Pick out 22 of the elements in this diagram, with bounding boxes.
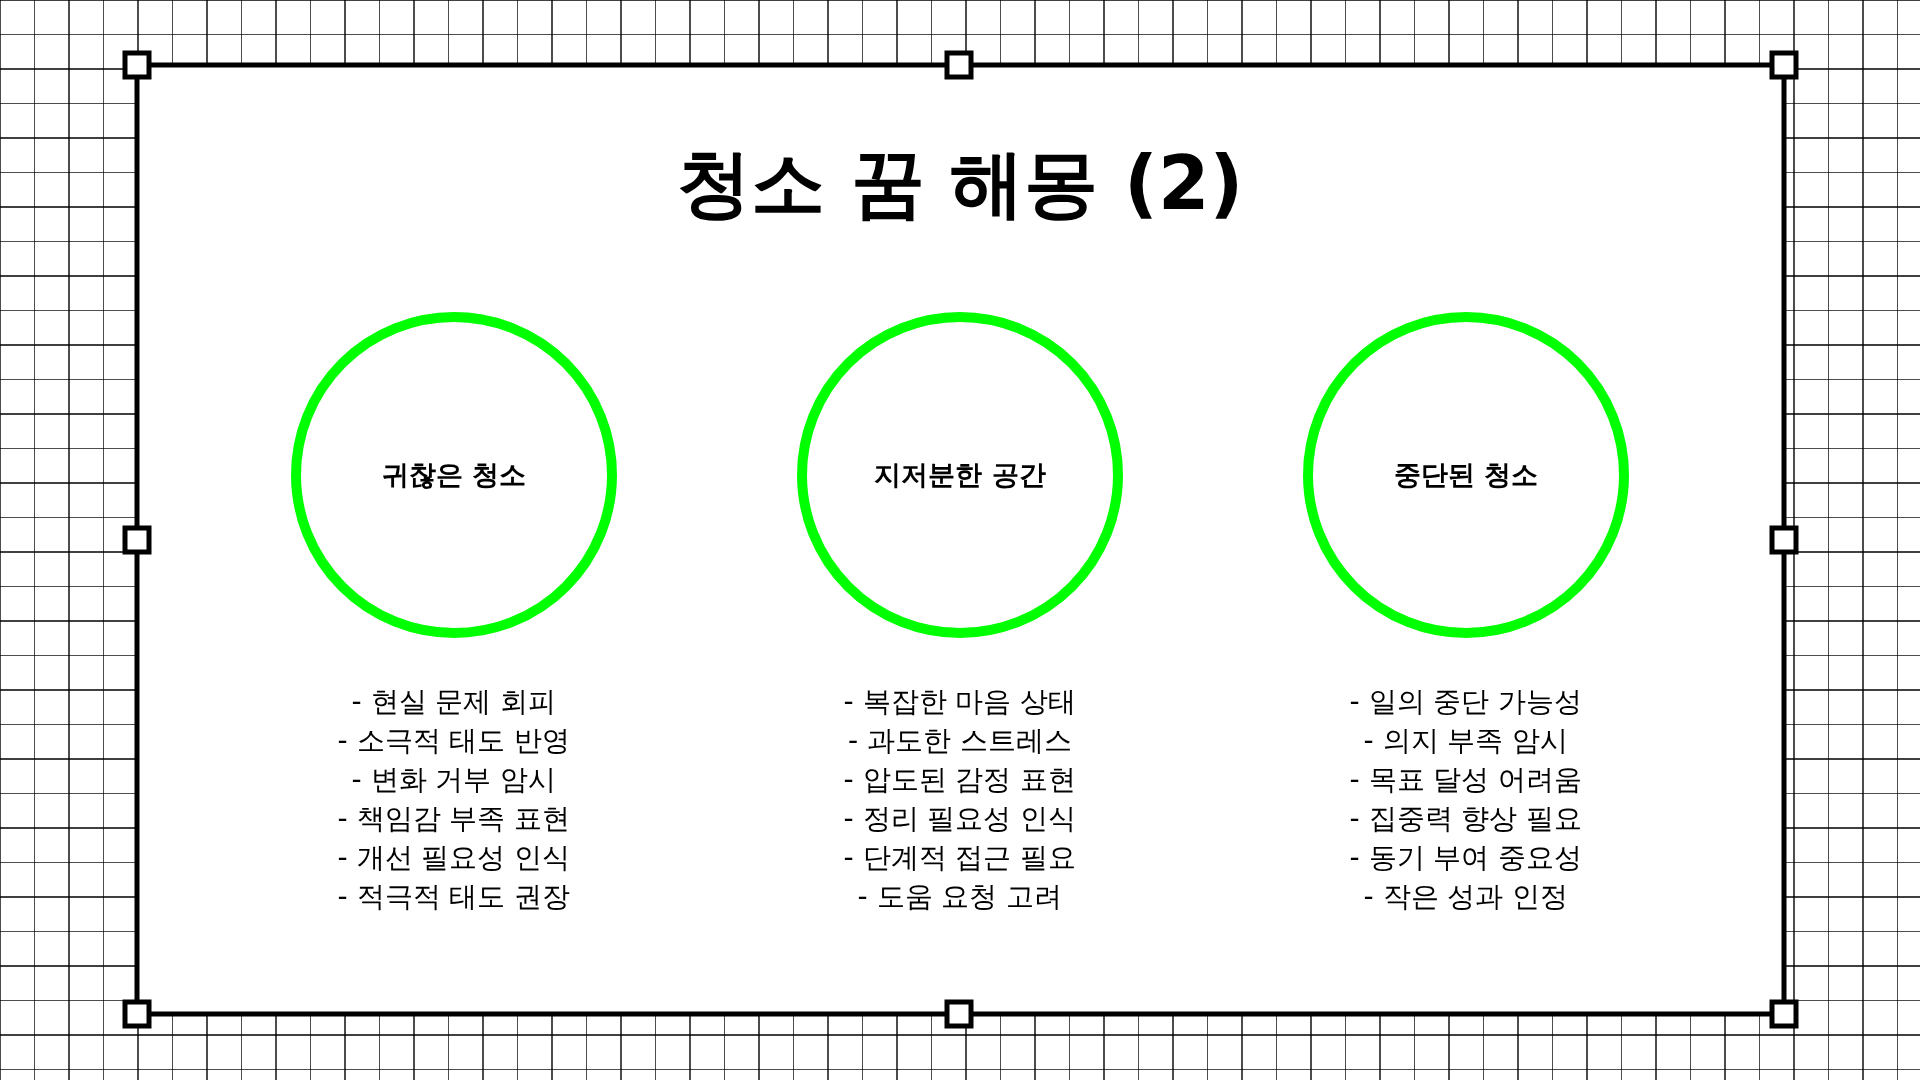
node-label: 지저분한 공간 [874, 458, 1046, 492]
list-item: - 의지 부족 암시 [1362, 723, 1570, 759]
list-item: - 작은 성과 인정 [1362, 879, 1570, 915]
list-item: - 개선 필요성 인식 [336, 840, 572, 876]
list-item: - 단계적 접근 필요 [842, 840, 1078, 876]
list-item: - 책임감 부족 표현 [336, 801, 572, 837]
list-item: - 소극적 태도 반영 [336, 723, 572, 759]
list-item: - 집중력 향상 필요 [1348, 801, 1584, 837]
list-item: - 정리 필요성 인식 [842, 801, 1078, 837]
list-item: - 목표 달성 어려움 [1348, 762, 1584, 798]
list-item: - 일의 중단 가능성 [1348, 684, 1584, 720]
list-item: - 과도한 스트레스 [847, 723, 1073, 759]
list-item: - 적극적 태도 권장 [336, 879, 572, 915]
list-item: - 변화 거부 암시 [350, 762, 558, 798]
list-item: - 현실 문제 회피 [350, 684, 558, 720]
node-label: 중단된 청소 [1393, 458, 1539, 492]
list-item: - 도움 요청 고려 [856, 879, 1064, 915]
list-item: - 복잡한 마음 상태 [842, 684, 1078, 720]
list-item: - 압도된 감정 표현 [842, 762, 1078, 798]
node-label: 귀찮은 청소 [381, 458, 527, 492]
list-item: - 동기 부여 중요성 [1348, 840, 1584, 876]
title: 청소 꿈 해몽 (2) [675, 139, 1245, 228]
